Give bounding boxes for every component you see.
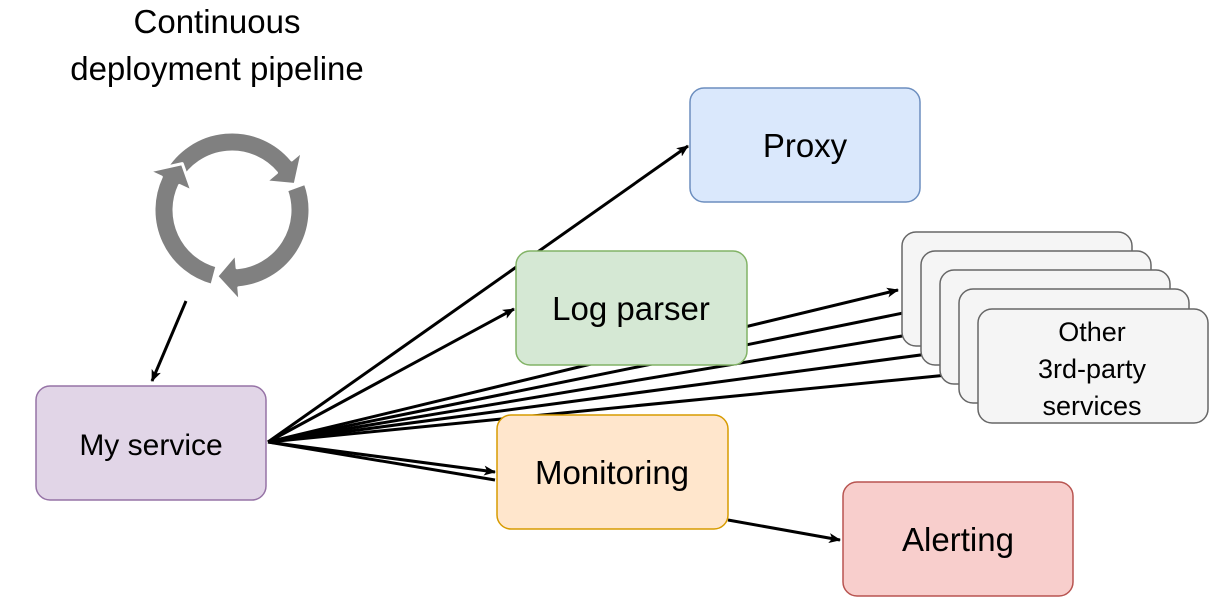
node-log-parser-label: Log parser (552, 290, 710, 327)
pipeline-title-line2: deployment pipeline (70, 50, 364, 87)
third-party-label-line2: 3rd-party (1038, 354, 1147, 384)
edge-cycle-to-my-service (150, 300, 188, 382)
cycle-arrow-segment (162, 130, 304, 187)
third-party-label-line1: Other (1058, 317, 1126, 347)
node-log-parser: Log parser (515, 250, 748, 366)
edge-my-service-to-third-party-4 (267, 346, 959, 444)
node-monitoring: Monitoring (496, 414, 729, 530)
pipeline-title: Continuous deployment pipeline (70, 3, 364, 87)
edge-my-service-to-monitoring-2 (267, 440, 496, 482)
node-alerting: Alerting (842, 481, 1074, 597)
edge-my-service-to-third-party-3 (267, 326, 939, 444)
edge-monitoring-to-alerting (727, 518, 841, 543)
edge-my-service-to-proxy (267, 144, 689, 444)
node-my-service: My service (35, 385, 267, 501)
recycle-arrows-icon (147, 130, 312, 304)
third-party-label-line3: services (1042, 391, 1141, 421)
edges (150, 144, 979, 543)
edge-my-service-to-third-party-1 (267, 287, 899, 444)
node-proxy: Proxy (689, 87, 921, 203)
third-party-label: Other 3rd-party services (1038, 317, 1147, 421)
cycle-arrow-segment (147, 162, 219, 287)
cycle-arrow-segment (215, 181, 312, 304)
node-proxy-label: Proxy (763, 127, 848, 164)
edge-my-service-to-third-party-5 (267, 368, 979, 444)
edge-my-service-to-log-parser (267, 307, 515, 444)
node-my-service-label: My service (79, 429, 222, 462)
edge-my-service-to-third-party-2 (267, 307, 919, 444)
third-party-service-box (977, 308, 1209, 424)
pipeline-title-line1: Continuous (134, 3, 301, 40)
node-alerting-label: Alerting (902, 521, 1014, 558)
third-party-services-stack (901, 231, 1209, 424)
node-monitoring-label: Monitoring (535, 454, 689, 491)
